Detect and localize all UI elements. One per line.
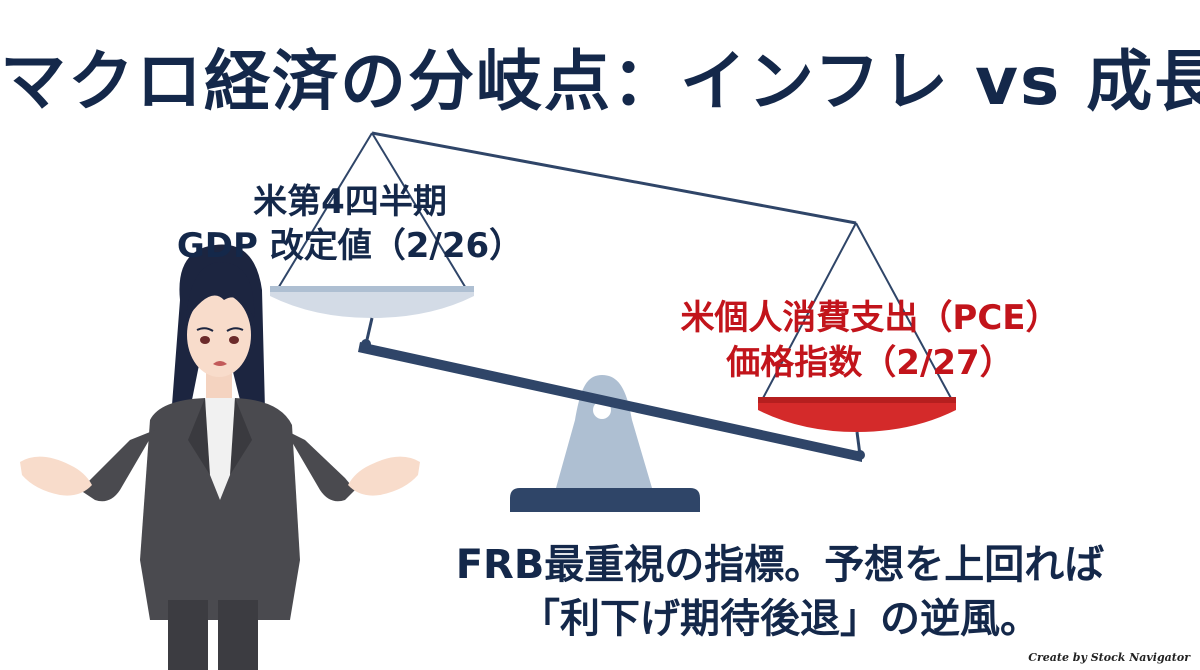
right-pan-label-line: 価格指数（2/27） <box>726 342 1014 383</box>
businesswoman-illustration <box>20 244 420 670</box>
left-pan-label-line: GDP 改定値（2/26） <box>176 226 524 267</box>
caption-line: 「利下げ期待後退」の逆風。 <box>520 596 1040 642</box>
left-pan <box>270 288 474 318</box>
right-pan <box>758 400 956 432</box>
scale-base <box>510 488 700 512</box>
left-pan-label-line: 米第4四半期 <box>253 182 447 222</box>
credit-text: Create by Stock Navigator <box>1028 651 1190 664</box>
caption-line: FRB最重視の指標。予想を上回れば <box>455 542 1105 588</box>
scale-beam <box>358 342 862 462</box>
right-pan-label: 米個人消費支出（PCE） 価格指数（2/27） <box>660 296 1080 386</box>
left-pan-label: 米第4四半期 GDP 改定値（2/26） <box>150 180 550 268</box>
right-pan-label-line: 米個人消費支出（PCE） <box>680 298 1060 338</box>
page-title: マクロ経済の分岐点：インフレ vs 成長 <box>0 43 1200 120</box>
caption: FRB最重視の指標。予想を上回れば 「利下げ期待後退」の逆風。 <box>380 538 1180 646</box>
